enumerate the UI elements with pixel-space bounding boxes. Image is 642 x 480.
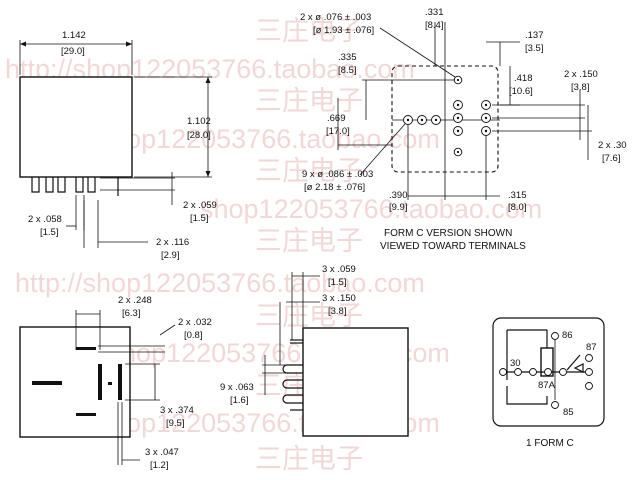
watermark-layer: 三庄电子 http://shop122053766.taobao.com 三庄电… (5, 16, 542, 475)
label-87a: 87A (538, 380, 556, 391)
dim-hole-big-in: 9 x ø .086 ± .003 (302, 169, 373, 180)
holes-small (453, 75, 463, 157)
side-view: 3 x .059 [1.5] 3 x .150 [3.8] 9 x .063 [… (220, 264, 409, 437)
watermark-cn: 三庄电子 (255, 301, 363, 332)
watermark-shop: http://shop122053766.taobao.com (15, 268, 425, 298)
dim-height-in: 1.102 (187, 116, 211, 127)
label-86: 86 (562, 330, 573, 341)
dim-height-mm: [28.0] (187, 130, 211, 141)
dim-150-mm: [3.8] (571, 82, 590, 93)
watermark-cn: 三庄电子 (255, 156, 363, 187)
watermark-shop: shop122053766.taobao.com (200, 194, 542, 224)
holes-large (403, 100, 491, 136)
terminals-front (31, 177, 119, 196)
schematic: 86 87 30 87A 85 1 FORM C (492, 317, 605, 449)
terminal-view: 2 x ø .076 ± .003 [ø 1.93 ± .076] .331 [… (300, 7, 627, 252)
dim-032-mm: [0.8] (184, 330, 203, 341)
dim-390-mm: [9.9] (389, 202, 408, 213)
dim-315-mm: [8.0] (508, 202, 527, 213)
watermark-cn: 三庄电子 (255, 16, 363, 47)
dim-width-in: 1.142 (62, 30, 86, 41)
dim-058-mm: [1.5] (40, 227, 59, 238)
dim-315-in: .315 (508, 190, 527, 201)
dim-30-mm: [7.6] (602, 153, 621, 164)
dim-116-in: 2 x .116 (156, 237, 189, 248)
dim-side-059-in: 3 x .059 (322, 264, 356, 275)
dim-248-mm: [6.3] (122, 308, 141, 319)
watermark-cn: 三庄电子 (255, 226, 363, 257)
watermark-cn: 三庄电子 (255, 444, 363, 475)
dim-248-in: 2 x .248 (118, 295, 152, 306)
label-30: 30 (510, 358, 521, 369)
caption-form-c-line2: VIEWED TOWARD TERMINALS (380, 241, 526, 252)
caption-form-c-line1: FORM C VERSION SHOWN (384, 228, 512, 239)
dim-047-in: 3 x .047 (145, 447, 179, 458)
dim-side-063-in: 9 x .063 (220, 382, 254, 393)
caption-1-form-c: 1 FORM C (526, 438, 574, 449)
dim-137-mm: [3.5] (525, 43, 544, 54)
dim-418-mm: [10.6] (509, 86, 533, 97)
dim-116-mm: [2.9] (161, 250, 180, 261)
dim-30-in: 2 x .30 (598, 140, 627, 151)
dim-137-in: .137 (525, 30, 544, 41)
dim-side-150-mm: [3.8] (328, 306, 347, 317)
dim-390-in: .390 (389, 190, 408, 201)
dim-150-in: 2 x .150 (564, 69, 598, 80)
base-view: 2 x .248 [6.3] 2 x .032 [0.8] 3 x .374 [… (19, 295, 212, 471)
label-85: 85 (563, 407, 574, 418)
dim-335-mm: [8.5] (338, 65, 357, 76)
dim-side-063-mm: [1.6] (230, 395, 249, 406)
dim-669-mm: [17.0] (326, 126, 350, 137)
dim-058-in: 2 x .058 (28, 214, 62, 225)
dim-418-in: .418 (514, 73, 533, 84)
watermark-cn: 三庄电子 (255, 86, 363, 117)
dim-side-150-in: 3 x .150 (322, 293, 356, 304)
dim-hole-small-mm: [ø 1.93 ± .076] (313, 25, 374, 36)
dim-059-mm: [1.5] (190, 213, 209, 224)
label-87: 87 (586, 342, 597, 353)
dim-669-in: .669 (327, 113, 346, 124)
relay-body-front (19, 76, 133, 178)
dim-hole-big-mm: [ø 2.18 ± .076] (304, 182, 365, 193)
dim-side-059-mm: [1.5] (328, 277, 347, 288)
dim-331-mm: [8.4] (425, 20, 444, 31)
dim-width-mm: [29.0] (61, 46, 85, 57)
dim-374-in: 3 x .374 (160, 405, 194, 416)
relay-body-side (302, 327, 409, 437)
front-view: 1.142 [29.0] 1.102 [28.0] 2 x .058 [1.5]… (19, 30, 217, 261)
dim-331-in: .331 (425, 7, 444, 18)
schematic-frame (492, 317, 605, 427)
dim-335-in: .335 (338, 52, 357, 63)
dim-047-mm: [1.2] (150, 460, 169, 471)
dim-032-in: 2 x .032 (178, 317, 212, 328)
dim-059-in: 2 x .059 (183, 200, 217, 211)
dim-374-mm: [9.5] (166, 418, 185, 429)
dim-hole-small-in: 2 x ø .076 ± .003 (300, 12, 371, 23)
